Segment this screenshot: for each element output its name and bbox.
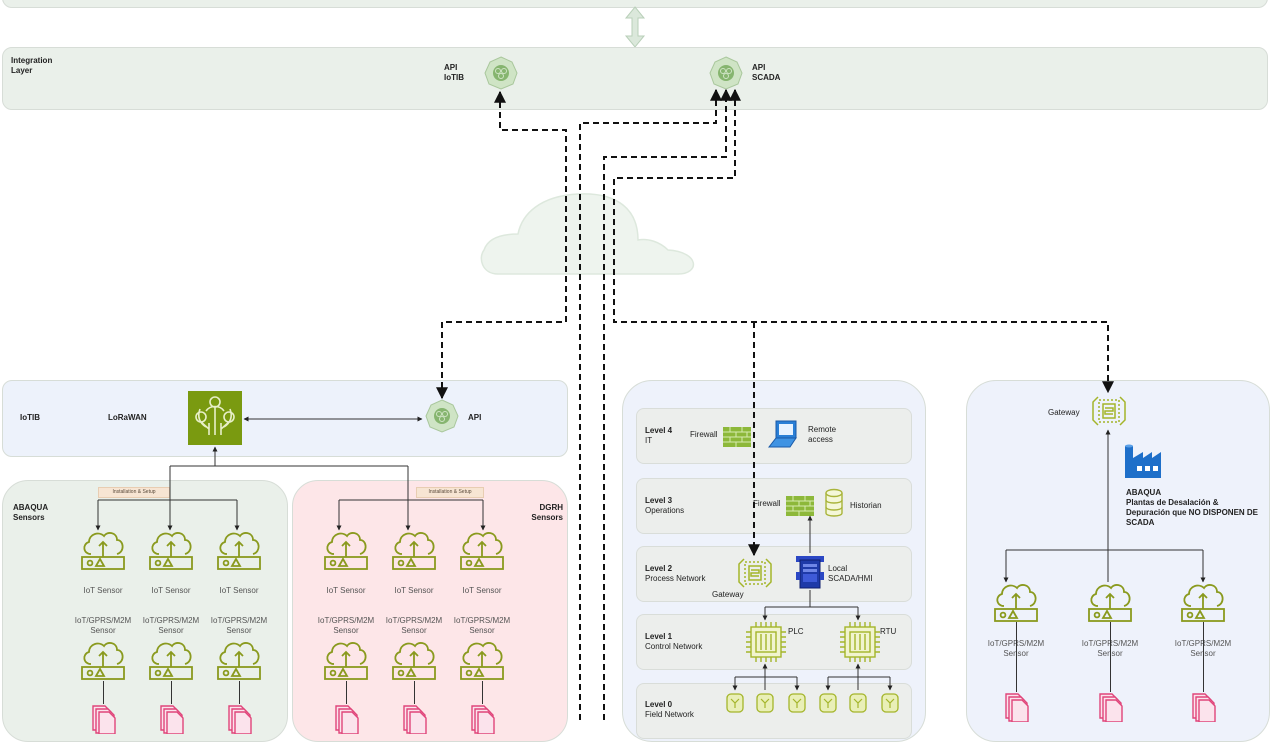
document-icon (91, 704, 117, 739)
dgrh-sensors-title: DGRH Sensors (531, 503, 563, 522)
m2m-sensor-icon[interactable] (79, 638, 127, 687)
lorawan-label: LoRaWAN (108, 413, 147, 422)
laptop-icon[interactable] (768, 418, 800, 450)
connector-line (346, 681, 347, 704)
document-icon (1191, 692, 1217, 727)
iotib-title: IoTIB (20, 413, 40, 422)
lorawan-gateway-icon[interactable] (188, 391, 242, 445)
connector-line (103, 681, 104, 704)
integration-layer-title: Integration (11, 56, 53, 65)
integration-layer-panel: Integration Layer (2, 47, 1268, 110)
iot-sensor-label: IoT Sensor (394, 586, 434, 595)
document-icon (227, 704, 253, 739)
abaqua-sensors-panel: ABAQUA Sensors (2, 480, 288, 742)
rtu-chip-icon[interactable] (838, 620, 882, 664)
installation-setup-tag: Installation & Setup (98, 487, 170, 498)
integration-layer-title-2: Layer (11, 66, 33, 75)
m2m-sensor-icon[interactable] (390, 638, 438, 687)
iot-sensor-icon[interactable] (147, 528, 195, 577)
iotib-api-icon[interactable] (425, 399, 459, 433)
document-icon (1098, 692, 1124, 727)
field-device-icon[interactable] (848, 692, 868, 719)
connector-line (414, 681, 415, 704)
iot-sensor-icon[interactable] (458, 528, 506, 577)
m2m-sensor-icon[interactable] (322, 638, 370, 687)
connector-line (1016, 622, 1017, 692)
field-device-icon[interactable] (787, 692, 807, 719)
document-icon (159, 704, 185, 739)
field-device-icon[interactable] (818, 692, 838, 719)
iot-sensor-label: IoT Sensor (462, 586, 502, 595)
iot-sensor-label: IoT Sensor (326, 586, 366, 595)
field-device-icon[interactable] (755, 692, 775, 719)
internet-cloud-icon (480, 193, 695, 275)
abaqua-sensors-title: ABAQUA Sensors (13, 503, 49, 522)
local-scada-hmi-icon[interactable] (796, 554, 824, 590)
no-scada-plants-panel (966, 380, 1270, 742)
installation-setup-tag: Installation & Setup (416, 487, 484, 498)
iotib-api-label: API (468, 413, 482, 422)
m2m-sensor-icon[interactable] (215, 638, 263, 687)
plc-label: PLC (788, 627, 804, 636)
m2m-sensor-icon[interactable] (1086, 580, 1134, 629)
factory-icon (1125, 444, 1161, 478)
iot-sensor-icon[interactable] (79, 528, 127, 577)
m2m-sensor-icon[interactable] (1179, 580, 1227, 629)
api-iotib-icon[interactable] (484, 56, 518, 90)
firewall-l4-label: Firewall (690, 430, 718, 439)
api-scada-label: API SCADA (752, 63, 781, 82)
iotib-panel: IoTIB LoRaWAN API (2, 380, 568, 457)
document-icon (402, 704, 428, 739)
api-iotib-label: API IoTIB (444, 63, 464, 82)
connector-line (1203, 622, 1204, 692)
gateway-l2-label: Gateway (712, 590, 744, 599)
connector-line (482, 681, 483, 704)
no-scada-description: ABAQUA Plantas de Desalación & Depuració… (1126, 488, 1259, 527)
iot-sensor-label: IoT Sensor (151, 586, 191, 595)
connector-line (239, 681, 240, 704)
remote-access-label: Remote access (808, 425, 837, 444)
field-device-icon[interactable] (880, 692, 900, 719)
firewall-icon (723, 427, 751, 447)
firewall-icon (786, 496, 814, 516)
field-device-icon[interactable] (725, 692, 745, 719)
gateway-label: Gateway (1048, 408, 1080, 417)
historian-database-icon[interactable] (824, 488, 844, 518)
connector-line (1110, 622, 1111, 692)
local-scada-label: Local SCADA/HMI (828, 564, 873, 583)
iot-sensor-icon[interactable] (322, 528, 370, 577)
rtu-label: RTU (880, 627, 897, 636)
document-icon (470, 704, 496, 739)
document-icon (1004, 692, 1030, 727)
gateway-icon[interactable] (1090, 394, 1128, 428)
dgrh-sensors-panel: DGRH Sensors (292, 480, 568, 742)
historian-label: Historian (850, 501, 882, 510)
connector-line (171, 681, 172, 704)
iot-sensor-icon[interactable] (390, 528, 438, 577)
plc-chip-icon[interactable] (744, 620, 788, 664)
gateway-icon[interactable] (736, 556, 774, 590)
iot-sensor-label: IoT Sensor (83, 586, 123, 595)
m2m-sensor-icon[interactable] (992, 580, 1040, 629)
m2m-sensor-icon[interactable] (147, 638, 195, 687)
iot-sensor-icon[interactable] (215, 528, 263, 577)
bidirectional-arrow-icon (624, 6, 646, 48)
firewall-l3-label: Firewall (753, 499, 781, 508)
iot-sensor-label: IoT Sensor (219, 586, 259, 595)
api-scada-icon[interactable] (709, 56, 743, 90)
m2m-sensor-icon[interactable] (458, 638, 506, 687)
document-icon (334, 704, 360, 739)
